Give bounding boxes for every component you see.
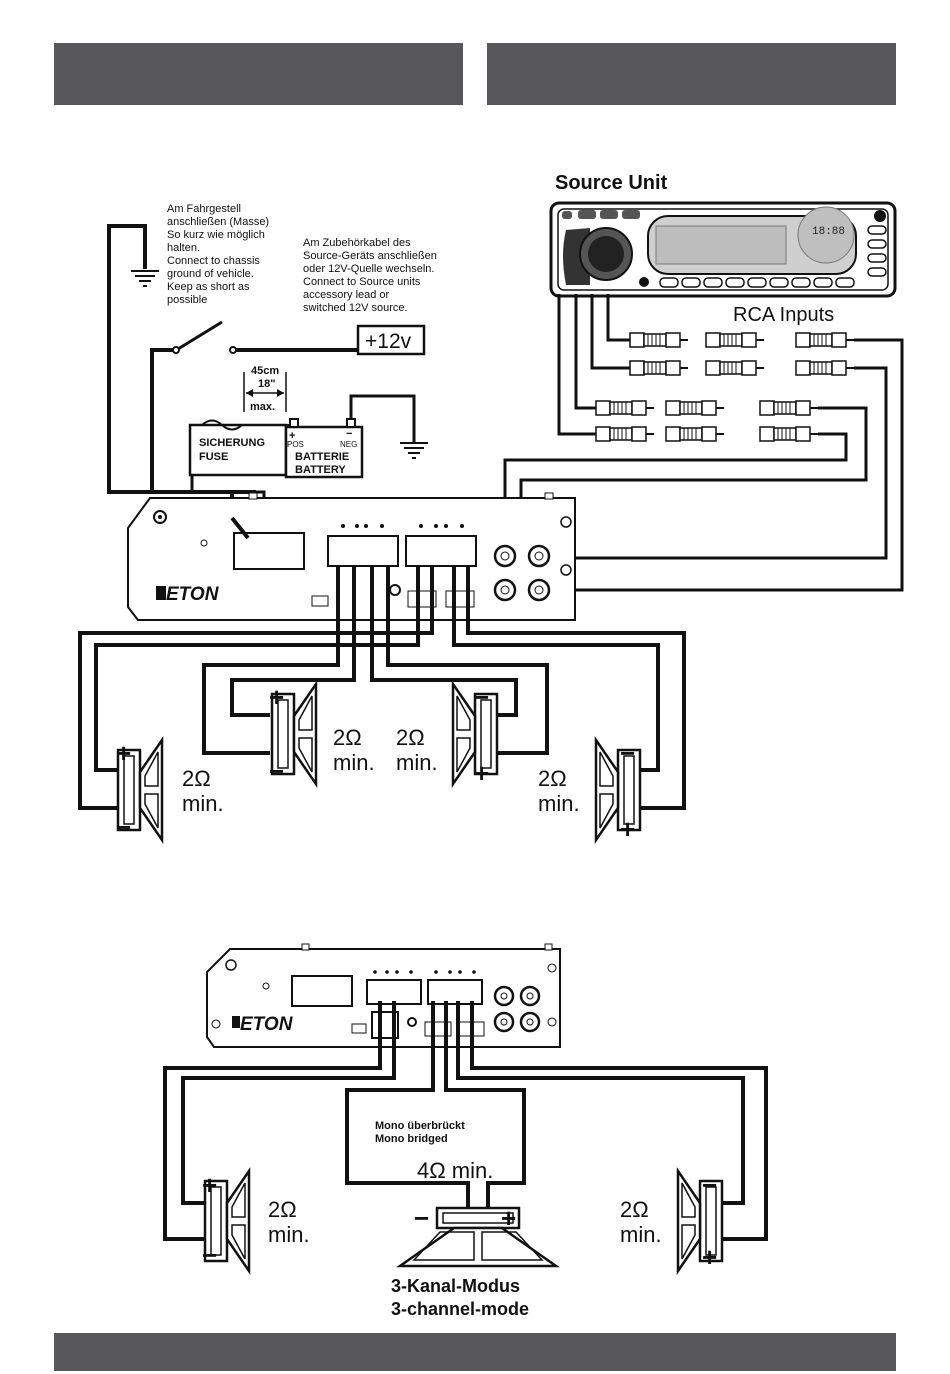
- svg-text:accessory lead or: accessory lead or: [303, 289, 390, 301]
- svg-text:min.: min.: [620, 1222, 662, 1247]
- mono-ohm: 4Ω min.: [417, 1158, 493, 1183]
- battery-ground-wire: [349, 394, 416, 442]
- svg-text:2Ω: 2Ω: [396, 725, 425, 750]
- svg-text:−: −: [346, 428, 352, 440]
- svg-text:Keep as short as: Keep as short as: [167, 281, 250, 293]
- header-bar-right: [487, 43, 896, 105]
- svg-text:+: +: [474, 758, 489, 788]
- speaker-4: − + 2Ω min.: [538, 738, 642, 844]
- header-bar-left: [54, 43, 463, 105]
- source-unit: Source Unit 18:88: [549, 172, 897, 298]
- source-unit-label: Source Unit: [555, 172, 668, 194]
- plus12v-label: +12v: [365, 330, 412, 353]
- svg-text:min.: min.: [182, 791, 224, 816]
- display-readout: 18:88: [812, 226, 845, 238]
- mono-label-en: Mono bridged: [375, 1133, 448, 1145]
- svg-text:min.: min.: [538, 791, 580, 816]
- svg-text:+: +: [289, 430, 295, 442]
- speaker-wires: [78, 566, 686, 810]
- speaker-right-2: − + 2Ω min.: [620, 1169, 724, 1273]
- svg-text:2Ω: 2Ω: [182, 766, 211, 791]
- svg-text:halten.: halten.: [167, 242, 200, 254]
- svg-text:−: −: [414, 1203, 429, 1233]
- svg-text:min.: min.: [333, 750, 375, 775]
- battery: [284, 425, 364, 479]
- footer-bar: [54, 1333, 896, 1371]
- eton-logo-2: ETON: [240, 1014, 294, 1035]
- svg-text:Source-Geräts anschließen: Source-Geräts anschließen: [303, 250, 437, 262]
- svg-text:+: +: [620, 814, 635, 844]
- svg-text:2Ω: 2Ω: [268, 1197, 297, 1222]
- plus12v-box: [356, 324, 426, 356]
- accessory-note: Am Zubehörkabel des Source-Geräts anschl…: [303, 237, 437, 314]
- svg-text:+: +: [202, 1170, 217, 1200]
- svg-text:Am Fahrgestell: Am Fahrgestell: [167, 203, 241, 215]
- fuse-label-en: FUSE: [199, 451, 228, 463]
- svg-text:−: −: [702, 1170, 717, 1200]
- speaker-wires-2: [163, 1001, 768, 1241]
- chassis-ground-icon: [130, 270, 160, 287]
- svg-text:−: −: [116, 812, 131, 842]
- svg-text:+: +: [702, 1242, 717, 1272]
- speaker-3: − + 2Ω min.: [396, 682, 499, 788]
- speaker-left-2: + − 2Ω min.: [202, 1169, 310, 1273]
- svg-text:−: −: [202, 1240, 217, 1270]
- svg-text:possible: possible: [167, 294, 207, 306]
- svg-text:+: +: [116, 738, 131, 768]
- svg-text:Connect to chassis: Connect to chassis: [167, 255, 260, 267]
- svg-text:2Ω: 2Ω: [620, 1197, 649, 1222]
- mono-speaker: − +: [396, 1203, 560, 1268]
- speaker-2: + − 2Ω min.: [269, 682, 375, 786]
- fuse-label-de: SICHERUNG: [199, 437, 265, 449]
- amplifier-2: ETON: [206, 943, 561, 1048]
- mode-label-de: 3-Kanal-Modus: [391, 1276, 520, 1296]
- battery-label-de: BATTERIE: [295, 451, 349, 463]
- rca-inputs-label: RCA Inputs: [733, 304, 834, 326]
- fuse-holder: [188, 423, 288, 477]
- eton-logo: ETON: [166, 584, 220, 605]
- svg-text:+: +: [269, 682, 284, 712]
- svg-text:2Ω: 2Ω: [538, 766, 567, 791]
- svg-text:−: −: [269, 756, 284, 786]
- svg-text:anschließen (Masse): anschließen (Masse): [167, 216, 269, 228]
- distance-marker: 45cm 18" max.: [243, 365, 287, 413]
- battery-ground-icon: [399, 442, 429, 459]
- svg-text:+: +: [501, 1203, 516, 1233]
- amplifier-1: ETON: [127, 492, 576, 621]
- mono-label-de: Mono überbrückt: [375, 1120, 465, 1132]
- svg-text:18": 18": [258, 378, 275, 390]
- svg-text:oder 12V-Quelle wechseln.: oder 12V-Quelle wechseln.: [303, 263, 434, 275]
- speaker-1: + − 2Ω min.: [116, 738, 224, 842]
- svg-text:max.: max.: [250, 401, 275, 413]
- mode-label-en: 3-channel-mode: [391, 1299, 529, 1319]
- svg-text:switched 12V source.: switched 12V source.: [303, 302, 408, 314]
- svg-text:−: −: [474, 682, 489, 712]
- svg-text:NEG: NEG: [340, 440, 357, 449]
- battery-label-en: BATTERY: [295, 464, 346, 476]
- svg-text:2Ω: 2Ω: [333, 725, 362, 750]
- svg-text:So kurz wie möglich: So kurz wie möglich: [167, 229, 265, 241]
- svg-text:POS: POS: [287, 440, 304, 449]
- svg-text:Connect to Source units: Connect to Source units: [303, 276, 421, 288]
- svg-text:min.: min.: [396, 750, 438, 775]
- svg-text:Am Zubehörkabel des: Am Zubehörkabel des: [303, 237, 411, 249]
- ground-note: Am Fahrgestell anschließen (Masse) So ku…: [167, 203, 269, 306]
- svg-text:45cm: 45cm: [251, 365, 279, 377]
- svg-text:ground of vehicle.: ground of vehicle.: [167, 268, 254, 280]
- svg-text:−: −: [620, 738, 635, 768]
- svg-text:min.: min.: [268, 1222, 310, 1247]
